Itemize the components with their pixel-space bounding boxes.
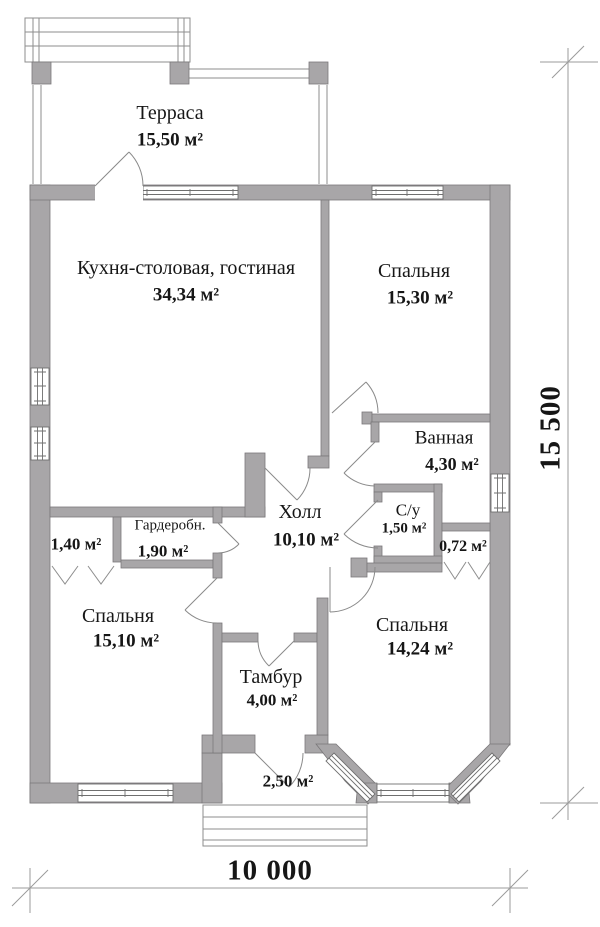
room-label-hall: Холл — [278, 501, 322, 523]
room-area-wc: 1,50 м² — [381, 520, 427, 537]
window-right — [490, 473, 510, 513]
room-area-niche: 0,72 м² — [439, 538, 487, 555]
kitchen-hall-door — [264, 467, 311, 501]
room-area-bedroom-top: 15,30 м² — [386, 287, 454, 309]
wardrobe-door — [217, 522, 240, 554]
terrace-column — [169, 61, 190, 85]
doors — [94, 151, 379, 788]
entrance-door — [254, 752, 304, 788]
room-area-bathroom: 4,30 м² — [425, 454, 479, 474]
window-bay-left — [325, 752, 376, 803]
room-label-kitchen-living: Кухня-столовая, гостиная — [76, 257, 296, 279]
terrace-column — [308, 61, 329, 85]
room-area-hall: 10,10 м² — [272, 529, 340, 551]
room-area-terrace: 15,50 м² — [136, 129, 204, 151]
room-area-wardrobe: 1,90 м² — [137, 541, 189, 561]
room-label-wardrobe: Гардеробн. — [134, 517, 206, 534]
room-label-bathroom: Ванная — [414, 427, 474, 449]
width-dimension-line — [11, 868, 529, 913]
terrace-column — [31, 61, 52, 85]
terrace-door — [94, 151, 144, 187]
height-dimension-text: 15 500 — [534, 385, 567, 471]
room-label-bedroom-right: Спальня — [375, 614, 449, 636]
wc-door — [343, 499, 379, 549]
tambour-door — [257, 640, 295, 667]
terrace-columns — [31, 61, 329, 85]
bedroom-left-door — [184, 577, 218, 624]
window-bay-bottom — [376, 783, 450, 803]
terrace-door-opening — [95, 184, 143, 201]
room-area-kitchen-living: 34,34 м² — [152, 284, 220, 306]
window-bay-right — [450, 752, 501, 803]
room-label-bedroom-left: Спальня — [81, 605, 155, 627]
room-label-bedroom-top: Спальня — [377, 260, 451, 282]
porch-steps — [202, 804, 368, 847]
window-left-upper — [30, 367, 50, 406]
terrace-steps — [24, 17, 191, 63]
room-area-porch: 2,50 м² — [262, 771, 314, 791]
dimension-lines — [11, 45, 598, 913]
windows — [30, 185, 510, 803]
bedroom-top-door — [331, 381, 379, 414]
room-label-tambour: Тамбур — [239, 666, 303, 688]
room-area-tambour: 4,00 м² — [246, 690, 298, 710]
bathroom-door — [343, 441, 376, 487]
height-dimension-line — [540, 45, 598, 820]
window-kitchen-top — [142, 185, 239, 200]
opening-marks — [51, 561, 491, 585]
window-bedroom-left-bottom — [77, 783, 174, 803]
interior-walls — [49, 199, 491, 754]
room-area-closet: 1,40 м² — [50, 534, 102, 554]
window-left-lower — [30, 426, 50, 461]
room-label-terrace: Терраса — [136, 102, 204, 124]
bedroom-right-door — [329, 566, 376, 613]
room-area-bedroom-right: 14,24 м² — [386, 638, 454, 660]
room-label-wc: С/у — [395, 500, 421, 520]
room-area-bedroom-left: 15,10 м² — [92, 630, 160, 652]
terrace-railings — [32, 68, 328, 184]
width-dimension-text: 10 000 — [227, 854, 313, 887]
window-bedroom-top — [371, 185, 444, 200]
